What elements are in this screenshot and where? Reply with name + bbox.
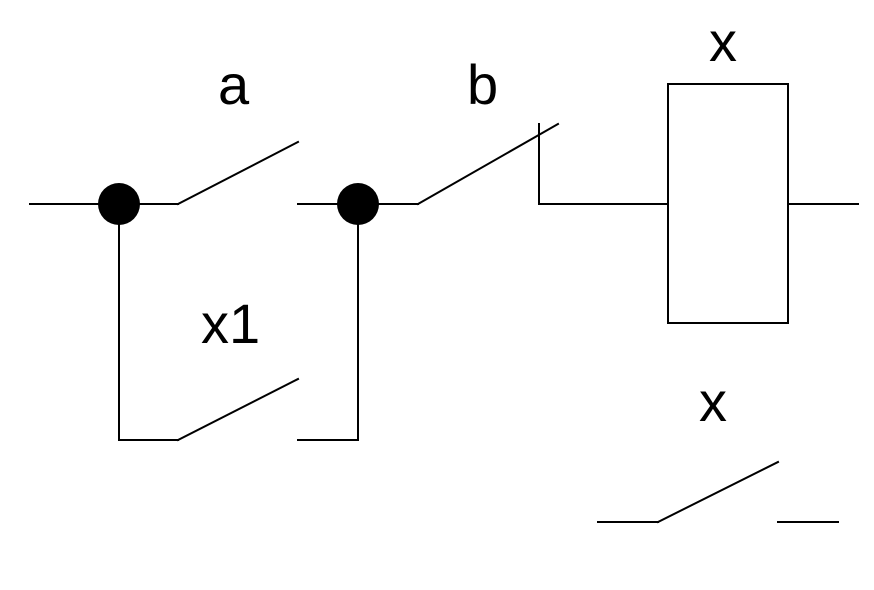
contact-x-blade <box>656 460 780 524</box>
contact-x1-blade <box>176 377 300 442</box>
coil-x <box>667 83 789 324</box>
branch-wire-left <box>118 203 179 441</box>
label-contact-b: b <box>467 53 498 116</box>
label-contact-a: a <box>218 53 250 116</box>
branch-wire-right <box>297 203 359 441</box>
label-contact-x: x <box>699 370 727 433</box>
contact-b-blade <box>416 122 560 206</box>
contact-a-blade <box>176 140 300 206</box>
label-contact-x1: x1 <box>201 292 260 355</box>
contact-b-terminal <box>538 123 669 205</box>
label-coil-x: x <box>709 10 737 73</box>
